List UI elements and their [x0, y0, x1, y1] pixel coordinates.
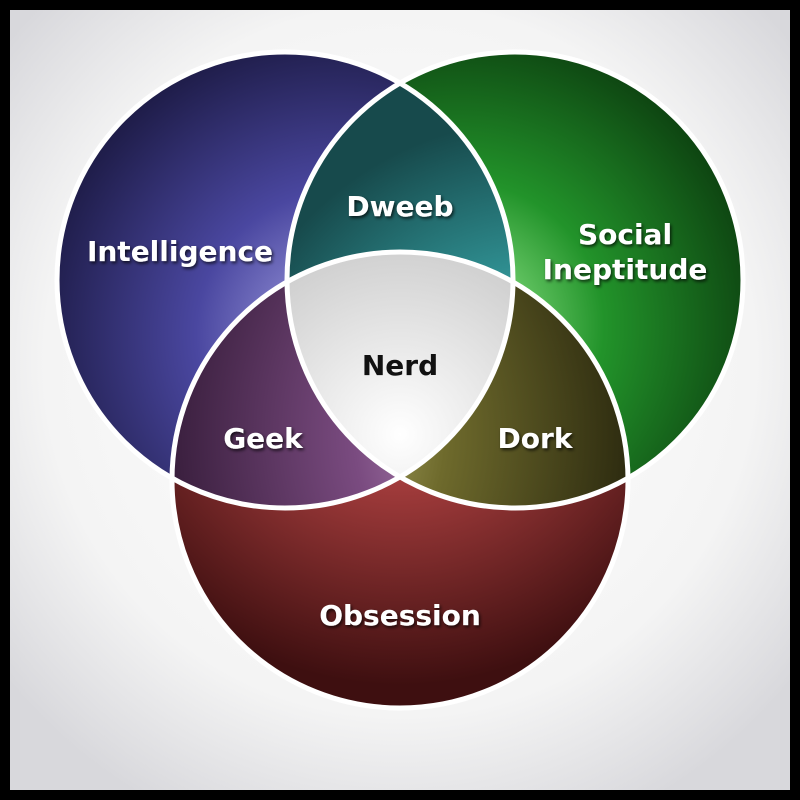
label-obsession: Obsession — [319, 599, 481, 632]
label-ineptitude: Ineptitude — [543, 253, 708, 286]
label-dweeb: Dweeb — [346, 190, 453, 223]
circle-outlines — [54, 49, 746, 711]
label-dork: Dork — [498, 422, 574, 455]
outline-obsession — [169, 249, 631, 711]
label-intelligence: Intelligence — [87, 235, 273, 268]
label-social: Social — [578, 218, 672, 251]
label-nerd: Nerd — [362, 349, 438, 382]
label-geek: Geek — [223, 422, 304, 455]
